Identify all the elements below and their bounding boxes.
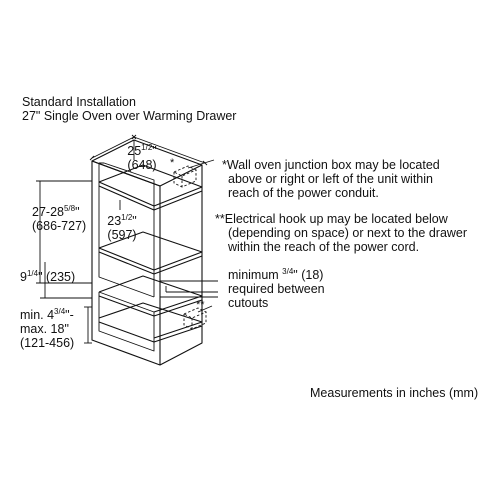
title-line-1: Standard Installation <box>22 95 136 109</box>
floor-dimension-line <box>84 306 92 344</box>
title-line-2: 27" Single Oven over Warming Drawer <box>22 109 237 123</box>
depth-label: 231/2" (597) <box>107 213 137 243</box>
minimum-gap-note: minimum 3/4" (18) required between cutou… <box>228 267 325 311</box>
floor-to-drawer-label: min. 43/4"- max. 18" (121-456) <box>20 307 75 351</box>
diagram-title: Standard Installation 27" Single Oven ov… <box>22 95 236 123</box>
electrical-marker: ** <box>196 299 205 311</box>
gap-dimension-line <box>40 262 92 299</box>
junction-box-bottom <box>182 307 208 330</box>
cabinet-right-side <box>159 165 203 366</box>
drawer-cutout-inner <box>98 291 155 352</box>
bottom-shelf <box>98 302 203 343</box>
drawer-gap-label: 91/4" (235) <box>20 269 76 285</box>
oven-cutout-top <box>99 162 155 297</box>
measurements-footer: Measurements in inches (mm) <box>310 386 479 400</box>
junction-box-top <box>172 165 198 188</box>
minimum-gap-leader <box>160 280 218 298</box>
lower-shelf <box>98 275 203 317</box>
junction-box-note: *Wall oven junction box may be located a… <box>222 158 440 200</box>
junction-box-marker: * <box>170 157 175 169</box>
oven-cutout-inner <box>98 163 155 298</box>
height-label: 27-285/8" (686-727) <box>32 204 87 234</box>
junction-box-leader <box>187 159 215 169</box>
width-label: 251/2" (648) <box>127 143 157 173</box>
middle-shelf <box>98 231 203 275</box>
electrical-leader <box>197 305 213 313</box>
electrical-note: **Electrical hook up may be located belo… <box>215 212 468 254</box>
upper-shelf <box>98 164 203 211</box>
